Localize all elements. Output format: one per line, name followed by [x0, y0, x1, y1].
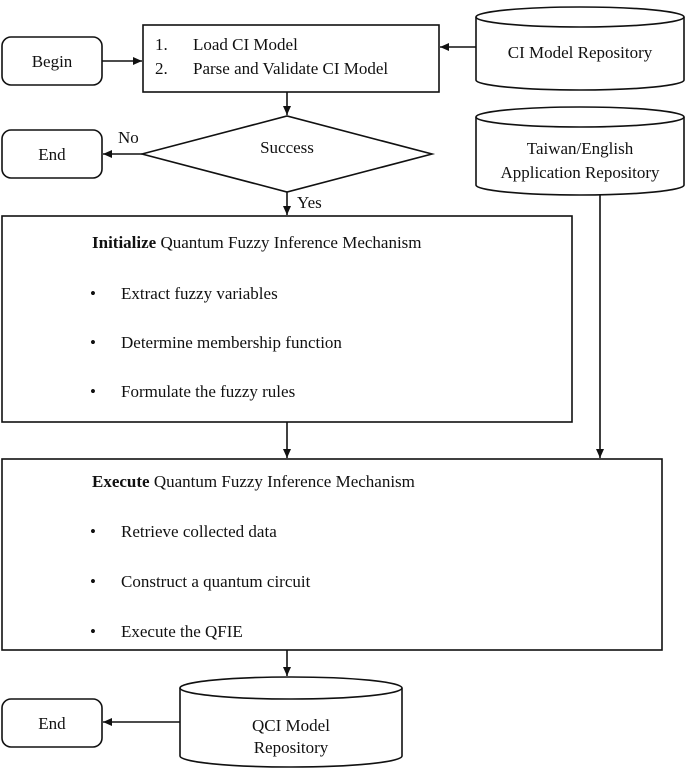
bullet-icon: •	[90, 622, 96, 641]
ci-model-repository-node	[475, 6, 685, 91]
end-top-node	[1, 129, 103, 179]
end-bottom-label: End	[38, 714, 66, 733]
qci-model-repository-node	[179, 676, 403, 768]
end-top-label: End	[38, 145, 66, 164]
ci-model-repository-label: CI Model Repository	[507, 43, 653, 62]
begin-label: Begin	[31, 52, 73, 71]
exec-item-1: Retrieve collected data	[121, 522, 277, 541]
load-parse-node	[142, 24, 440, 93]
exec-item-2: Construct a quantum circuit	[121, 572, 311, 591]
bullet-icon: •	[90, 333, 96, 352]
execute-title: Execute Quantum Fuzzy Inference Mechanis…	[92, 472, 415, 492]
no-label: No	[118, 128, 139, 147]
bullet-icon: •	[90, 522, 96, 541]
end-bottom-node	[1, 698, 103, 748]
initialize-title-rest: Quantum Fuzzy Inference Mechanism	[156, 233, 422, 252]
taiwan-english-repository-node	[475, 106, 685, 196]
init-item-2: Determine membership function	[121, 333, 342, 352]
bullet-icon: •	[90, 572, 96, 591]
init-item-1: Extract fuzzy variables	[121, 284, 278, 303]
qci-label-line2: Repository	[253, 738, 329, 757]
load-step-1-text: Load CI Model	[193, 35, 298, 54]
load-step-1-num: 1.	[155, 35, 168, 54]
bullet-icon: •	[90, 382, 96, 401]
initialize-title: Initialize Quantum Fuzzy Inference Mecha…	[92, 233, 422, 253]
execute-title-rest: Quantum Fuzzy Inference Mechanism	[149, 472, 415, 491]
load-step-2-num: 2.	[155, 59, 168, 78]
execute-box	[1, 458, 663, 651]
success-label: Success	[260, 138, 314, 157]
taiwan-english-label-line2: Application Repository	[500, 163, 660, 182]
load-step-2-text: Parse and Validate CI Model	[193, 59, 389, 78]
bullet-icon: •	[90, 284, 96, 303]
yes-label: Yes	[297, 193, 322, 212]
success-decision	[138, 115, 436, 193]
taiwan-english-label-line1: Taiwan/English	[526, 139, 634, 158]
qci-label-line1: QCI Model	[252, 716, 330, 735]
initialize-keyword: Initialize	[92, 233, 157, 252]
execute-keyword: Execute	[92, 472, 150, 491]
init-item-3: Formulate the fuzzy rules	[121, 382, 296, 401]
exec-item-3: Execute the QFIE	[121, 622, 243, 641]
